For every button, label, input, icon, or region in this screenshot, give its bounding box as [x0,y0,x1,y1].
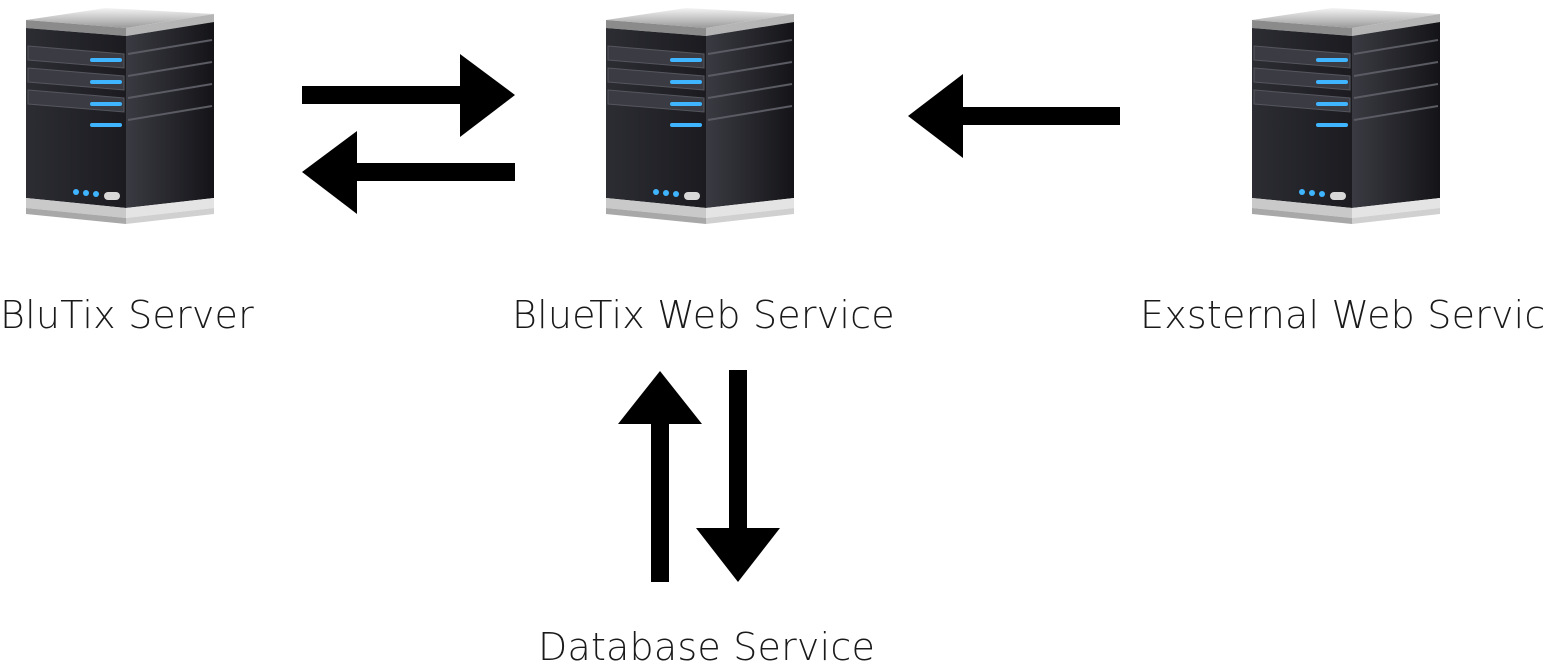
server-icon [606,8,794,224]
bluetix-web-service-icon [600,2,800,242]
external-web-service-icon [1246,2,1446,242]
database-service-label: Database Service [538,625,876,669]
arrow-blutix-to-webservice [302,54,515,137]
blutix-server-label: BluTix Server [0,293,254,337]
arrow-external-to-webservice [908,74,1120,158]
external-web-service-label: Exsternal Web Service [1140,293,1546,337]
server-icon [26,8,214,224]
bluetix-web-service-label: BlueTix Web Service [512,293,895,337]
arrow-webservice-to-database [696,370,780,582]
arrow-webservice-to-blutix [302,131,515,214]
server-icon [1252,8,1440,224]
blutix-server-icon [20,2,220,242]
arrow-database-to-webservice [618,371,702,582]
